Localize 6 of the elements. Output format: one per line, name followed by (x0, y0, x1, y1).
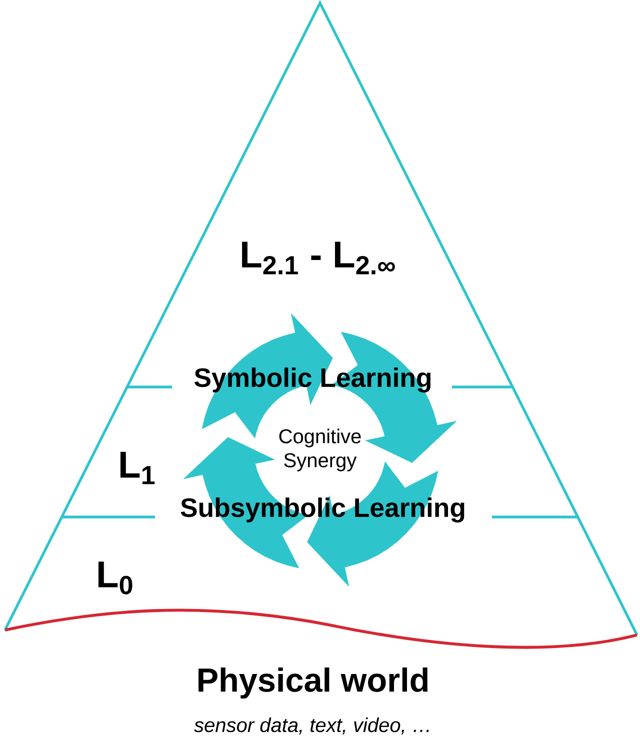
level-label: L$_{1}$ (120, 452, 155, 484)
caption-text: sensor data, text, video, … (194, 717, 429, 735)
node-label: Synergy (284, 453, 357, 472)
title-text: Physical world (198, 667, 428, 699)
level-label: L$_{2.1}$ - L$_{2.∞}$ (242, 242, 395, 274)
level-label: L$_{0}$ (98, 562, 132, 594)
